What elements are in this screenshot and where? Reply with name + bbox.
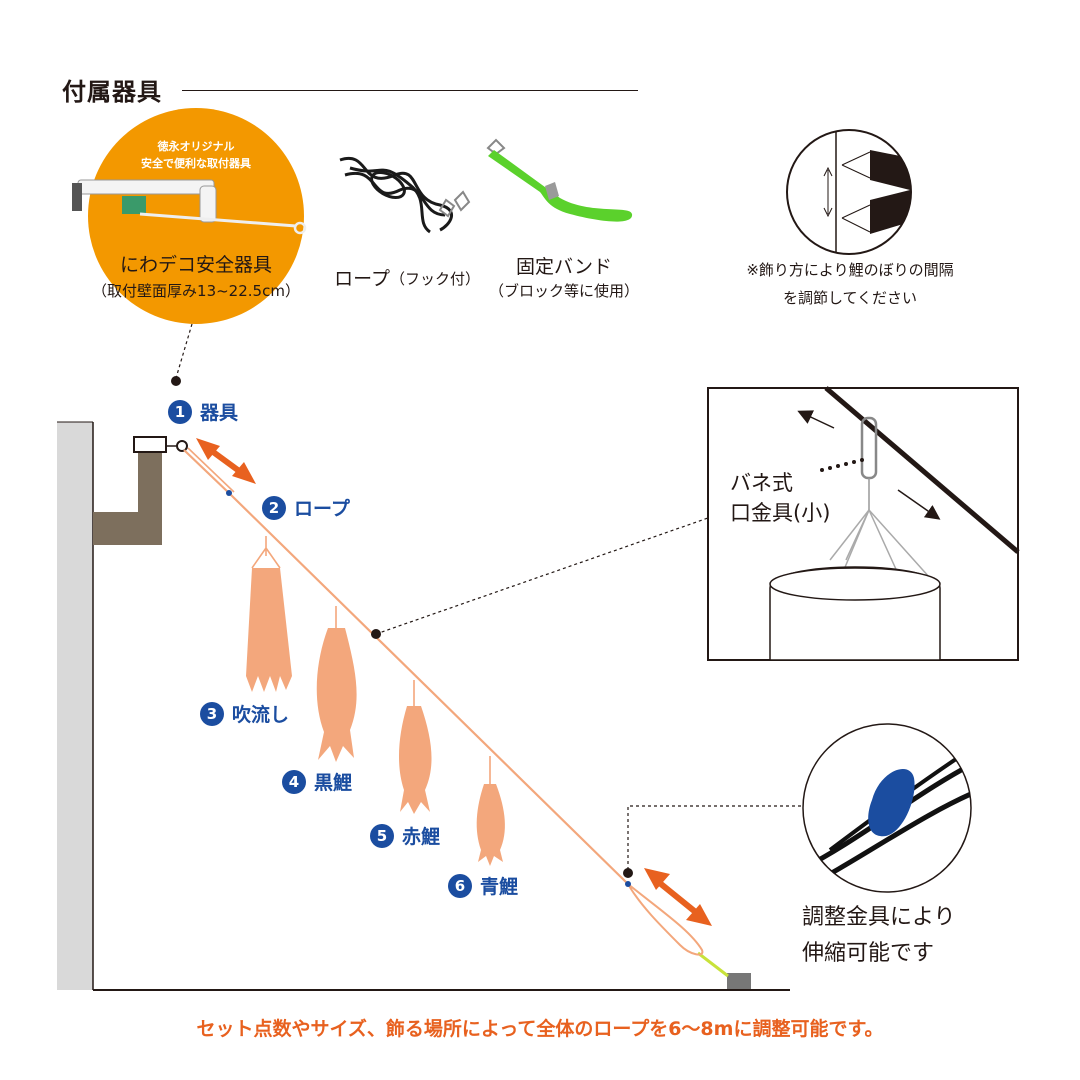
rope-length-arrow-top xyxy=(196,438,256,484)
part-number-2: 2 xyxy=(262,495,286,520)
safety-device-icon xyxy=(72,179,307,235)
wall xyxy=(57,422,93,990)
rope-adjust-loop xyxy=(627,883,704,956)
rope-length-arrow-bottom xyxy=(644,868,712,926)
adjust-callout-line-2: 伸縮可能です xyxy=(802,941,935,966)
blue-carp xyxy=(476,784,505,866)
part-name-1: 器具 xyxy=(200,402,239,424)
part-number-5: 5 xyxy=(370,823,394,848)
safety-badge-line-2: 安全で便利な取付器具 xyxy=(141,157,251,170)
safety-badge-caption: 徳永オリジナル 安全で便利な取付器具 xyxy=(116,138,276,172)
part-name-2: ロープ xyxy=(294,498,350,520)
clasp-detail-icon xyxy=(769,386,1020,661)
part-name-3: 吹流し xyxy=(232,704,290,726)
safety-badge-line-1: 徳永オリジナル xyxy=(157,140,235,153)
part-label-4: 4 黒鯉 xyxy=(282,768,352,795)
part-label-2: 2 ロープ xyxy=(262,494,350,521)
part-label-3: 3 吹流し xyxy=(200,700,289,727)
fixing-band-icon xyxy=(486,138,633,222)
part-name-5: 赤鯉 xyxy=(402,826,441,848)
safety-device-name: にわデコ安全器具 xyxy=(119,254,272,276)
part-label-5: 5 赤鯉 xyxy=(370,822,440,849)
spacing-note-line-2: を調節してください xyxy=(782,289,918,307)
footer-note: セット点数やサイズ、飾る場所によって全体のロープを6〜8mに調整可能です。 xyxy=(196,1018,884,1040)
rope-bundle-icon xyxy=(339,156,471,234)
spacing-note-line-1: ※飾り方により鯉のぼりの間隔 xyxy=(746,261,954,279)
fixing-band-name: 固定バンド xyxy=(516,256,612,278)
fixing-band-sub: （ブロック等に使用） xyxy=(488,282,639,300)
adjust-callout-text: 調整金具により 伸縮可能です xyxy=(802,900,956,972)
part-number-1: 1 xyxy=(168,399,192,424)
rope-sub: （フック付） xyxy=(390,270,481,288)
section-title-rule xyxy=(182,90,638,91)
safety-device-sub: （取付壁面厚み13~22.5cm） xyxy=(92,282,300,300)
safety-badge-circle xyxy=(88,108,304,324)
part-label-6: 6 青鯉 xyxy=(448,872,518,899)
ground-block xyxy=(727,973,751,989)
part-name-6: 青鯉 xyxy=(480,876,519,898)
spacing-note: ※飾り方により鯉のぼりの間隔 を調節してください xyxy=(720,256,980,312)
spacing-detail-icon xyxy=(823,130,910,254)
rope-name: ロープ xyxy=(334,268,390,290)
part-label-1: 1 器具 xyxy=(168,398,238,425)
clasp-callout-text: バネ式 口金具(小) xyxy=(730,468,830,528)
clasp-callout-line-1: バネ式 xyxy=(730,471,793,495)
clasp-callout-line-2: 口金具(小) xyxy=(730,501,831,525)
black-carp xyxy=(316,628,357,762)
red-carp xyxy=(398,706,432,814)
part-number-6: 6 xyxy=(448,873,472,898)
part-name-4: 黒鯉 xyxy=(314,772,353,794)
wall-bracket xyxy=(93,450,162,545)
part-number-3: 3 xyxy=(200,701,224,726)
section-title: 付属器具 xyxy=(62,78,162,106)
adjust-callout-line-1: 調整金具により xyxy=(802,905,956,930)
streamer-fukinagashi xyxy=(246,568,292,692)
part-number-4: 4 xyxy=(282,769,306,794)
